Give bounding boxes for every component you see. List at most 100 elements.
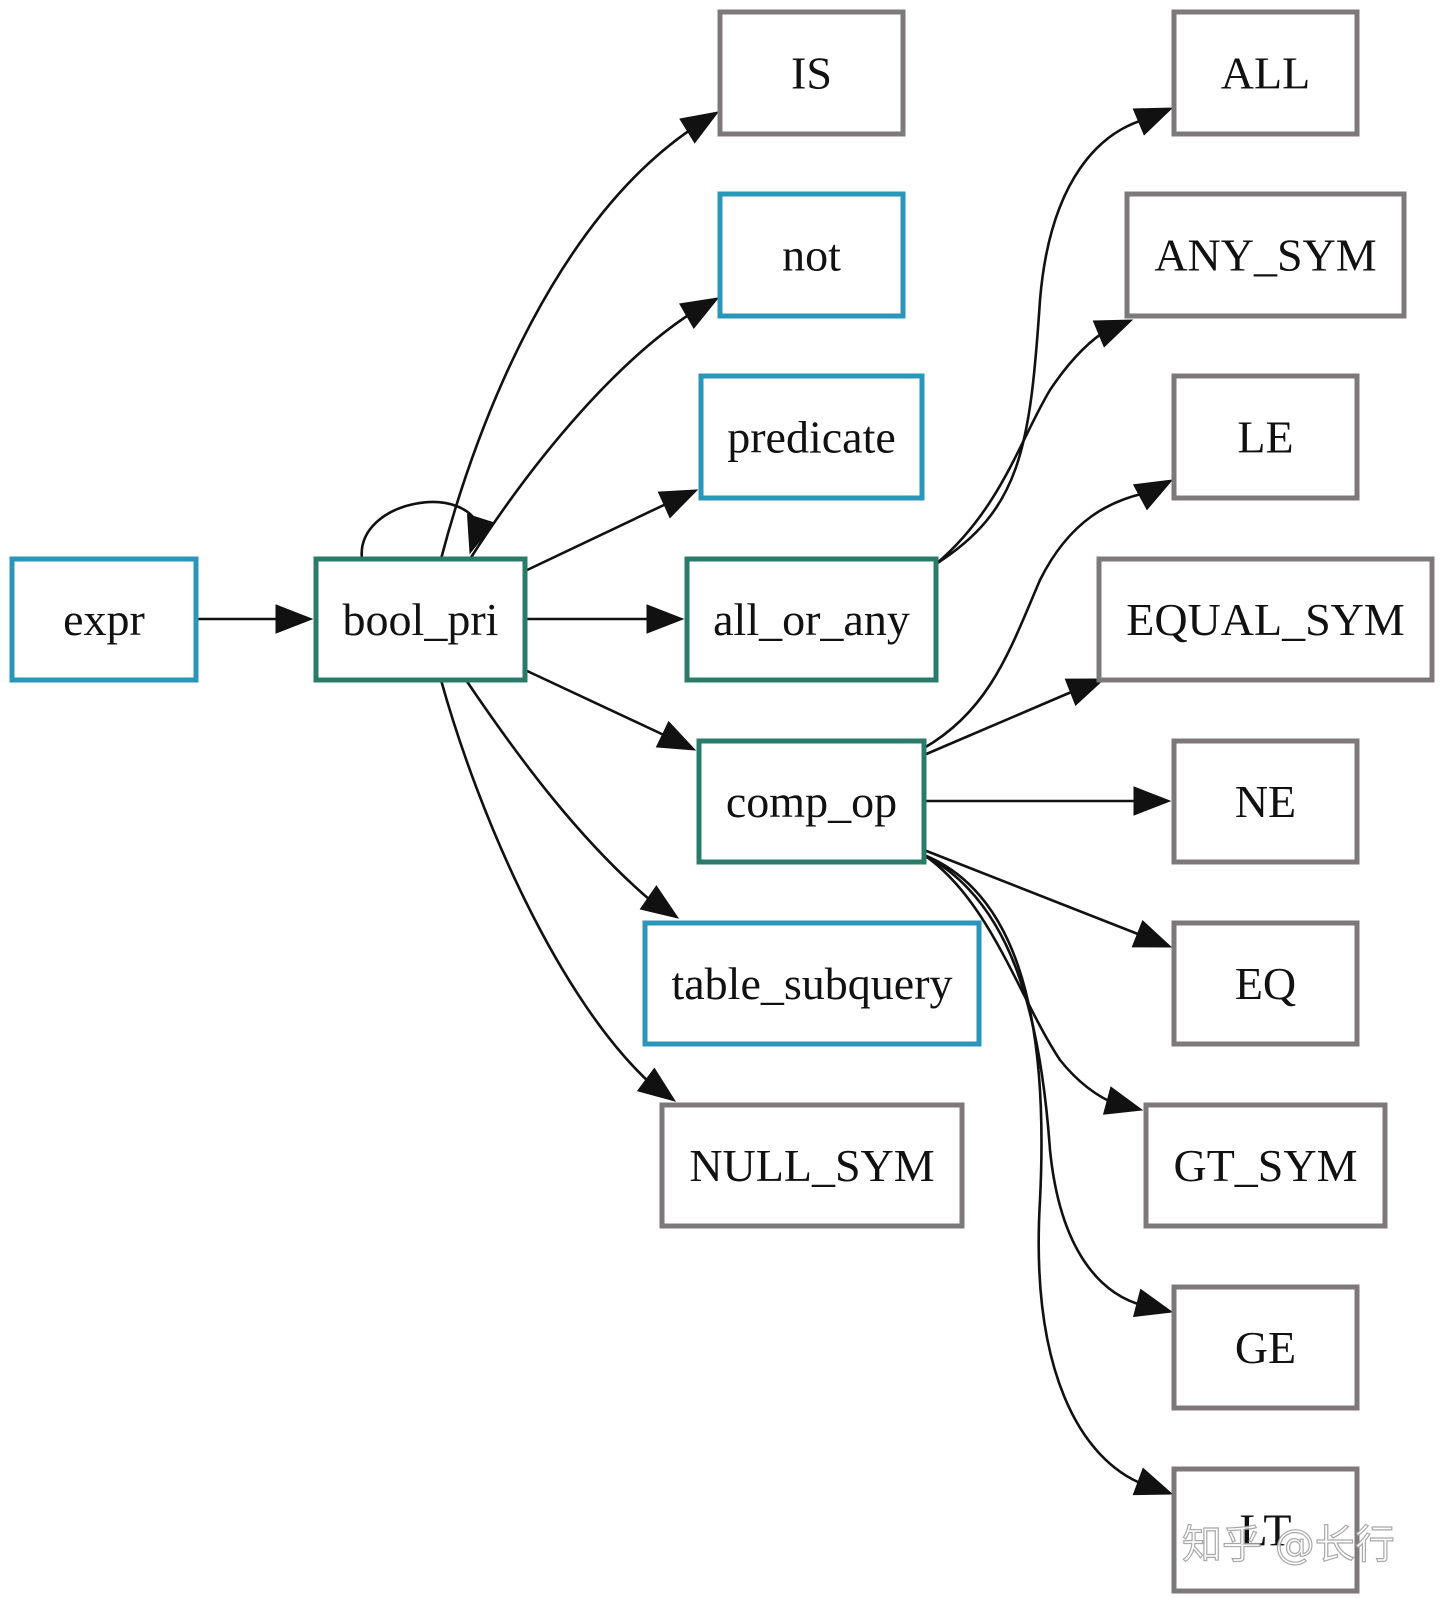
node-box	[698, 373, 925, 501]
node-label: bool_pri	[343, 594, 499, 645]
arrowhead	[466, 513, 496, 555]
edge-line	[360, 500, 482, 560]
node-box	[1171, 373, 1360, 501]
arrowhead	[1064, 678, 1106, 707]
node-is: IS	[717, 9, 906, 137]
edge-line	[923, 853, 1119, 1107]
edge-line	[923, 848, 1144, 938]
node-label: comp_op	[726, 776, 897, 827]
node-label: LE	[1237, 412, 1293, 463]
node-box	[659, 1102, 965, 1229]
edge-all_or_any-to-ALL	[935, 107, 1174, 566]
node-box	[1171, 920, 1360, 1047]
node-label: not	[782, 230, 841, 281]
node-all-or-any: all_or_any	[684, 556, 939, 683]
edge-line	[439, 679, 651, 1084]
edge-line	[923, 853, 1146, 1308]
edge-bool_pri-to-table_subquery	[464, 679, 680, 919]
edge-comp_op-to-NE	[924, 786, 1172, 816]
edge-comp_op-to-LE	[923, 479, 1174, 750]
node-lt: LT	[1171, 1466, 1360, 1594]
edge-all_or_any-to-ANY_SYM	[935, 319, 1134, 565]
node-box	[9, 556, 199, 683]
arrowhead	[646, 604, 685, 634]
edge-line	[935, 116, 1151, 566]
arrowhead	[1132, 1288, 1174, 1318]
edge-expr-to-bool_pri	[196, 604, 314, 634]
node-box	[1171, 1284, 1360, 1411]
edge-line	[439, 128, 691, 560]
edge-comp_op-to-LT	[923, 853, 1174, 1496]
node-label: EQ	[1235, 958, 1296, 1009]
edge-comp_op-to-EQUAL_SYM	[923, 678, 1106, 757]
node-label: predicate	[727, 412, 896, 463]
node-box	[642, 920, 982, 1047]
arrowhead	[636, 1067, 677, 1102]
node-equal-sym: EQUAL_SYM	[1096, 556, 1435, 683]
arrowhead	[639, 885, 680, 919]
node-label: EQUAL_SYM	[1126, 594, 1405, 645]
edge-line	[923, 490, 1151, 750]
edge-bool_pri-to-all_or_any	[525, 604, 685, 634]
node-le: LE	[1171, 373, 1360, 501]
node-label: IS	[791, 48, 832, 99]
node-box	[1171, 9, 1360, 137]
node-label: NULL_SYM	[689, 1140, 934, 1191]
node-box	[313, 556, 528, 683]
node-label: ANY_SYM	[1154, 230, 1376, 281]
node-box	[717, 9, 906, 137]
arrowhead	[679, 297, 720, 329]
arrowhead	[1133, 786, 1172, 816]
node-label: GE	[1235, 1322, 1296, 1373]
node-label: NE	[1235, 776, 1296, 827]
node-box	[1096, 556, 1435, 683]
edge-comp_op-to-EQ	[923, 848, 1173, 948]
arrowhead	[655, 720, 697, 751]
node-box	[696, 738, 927, 865]
node-box	[684, 556, 939, 683]
node-label: ALL	[1221, 48, 1310, 99]
edge-bool_pri-to-not	[468, 297, 720, 560]
node-box	[717, 191, 906, 319]
node-label: GT_SYM	[1173, 1140, 1357, 1191]
arrowhead	[1131, 919, 1173, 948]
edge-bool_pri-to-IS	[439, 111, 720, 560]
node-bool-pri: bool_pri	[313, 556, 528, 683]
node-label: all_or_any	[713, 594, 910, 645]
node-null-sym: NULL_SYM	[659, 1102, 965, 1229]
node-box	[1171, 738, 1360, 865]
arrowhead	[657, 489, 699, 519]
arrowhead	[275, 604, 314, 634]
arrowhead	[679, 111, 720, 144]
edge-bool_pri-to-predicate	[524, 489, 699, 573]
edge-line	[464, 679, 651, 901]
node-gt-sym: GT_SYM	[1143, 1102, 1388, 1229]
arrowhead	[1092, 319, 1134, 348]
node-expr: expr	[9, 556, 199, 683]
node-comp-op: comp_op	[696, 738, 927, 865]
arrowhead	[1102, 1086, 1144, 1115]
node-ge: GE	[1171, 1284, 1360, 1411]
arrowhead	[1132, 107, 1174, 136]
edge-line	[524, 668, 667, 738]
edge-line	[923, 688, 1077, 757]
edge-bool_pri-to-NULL_SYM	[439, 679, 677, 1102]
node-any-sym: ANY_SYM	[1124, 191, 1407, 319]
edge-bool_pri-to-comp_op	[524, 668, 697, 751]
node-all: ALL	[1171, 9, 1360, 137]
arrowhead	[1132, 479, 1174, 511]
node-label: expr	[63, 594, 145, 645]
nodes-layer: expr bool_pri IS not predicate all_or_anycomp…	[9, 9, 1435, 1594]
edge-line	[935, 326, 1111, 565]
edge-bool_pri-to-bool_pri	[360, 500, 496, 560]
node-label: LT	[1240, 1505, 1292, 1556]
edge-line	[923, 853, 1146, 1487]
node-eq: EQ	[1171, 920, 1360, 1047]
node-box	[1171, 1466, 1360, 1594]
edge-line	[524, 502, 667, 573]
node-box	[1143, 1102, 1388, 1229]
edge-comp_op-to-GT_SYM	[923, 853, 1144, 1115]
node-predicate: predicate	[698, 373, 925, 501]
node-label: table_subquery	[671, 958, 952, 1009]
